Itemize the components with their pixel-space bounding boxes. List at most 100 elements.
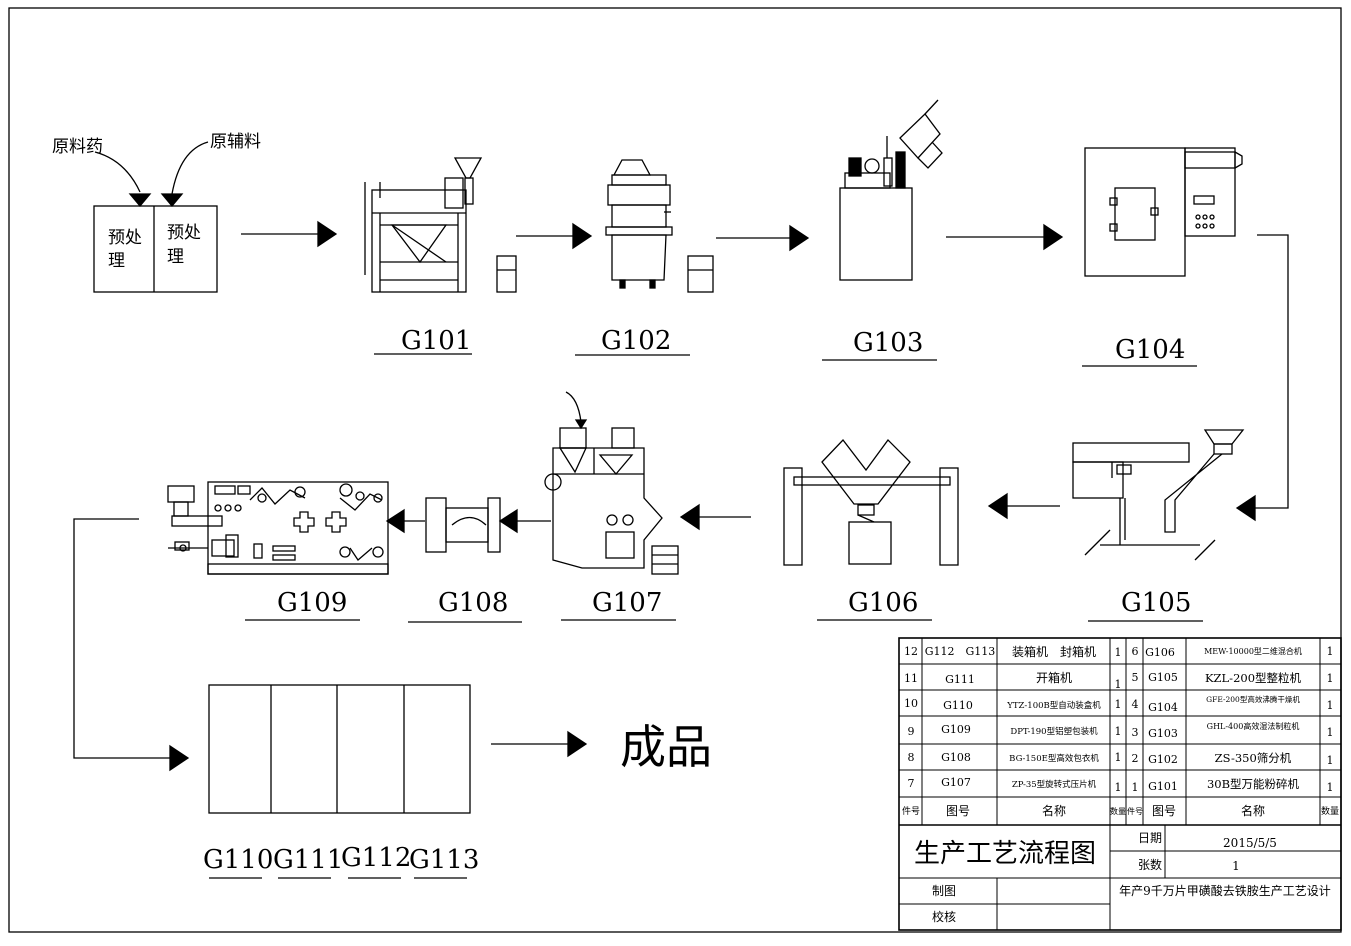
tb-header-name-right: 名称 [1241, 803, 1265, 818]
tb-qty: 1 [1327, 645, 1334, 658]
tb-no: 6 [1132, 645, 1139, 658]
tb-name: 开箱机 [1036, 670, 1072, 685]
tb-qty: 1 [1327, 726, 1334, 739]
tb-code: G107 [941, 776, 971, 789]
tb-header-drawing-no-right: 图号 [1152, 804, 1176, 818]
arrow-g109-to-g110 [73, 518, 172, 759]
tb-no: 12 [904, 645, 918, 658]
tb-no: 1 [1132, 781, 1139, 794]
g107-press-drawing [544, 391, 679, 575]
arrow-g104-to-g105 [1253, 234, 1289, 509]
pretreat-box [93, 205, 218, 293]
pretreat-right-l2: 理 [167, 247, 184, 267]
arrowhead [987, 492, 1008, 520]
g110-g113-boxes [208, 684, 471, 814]
tb-no: 3 [1132, 726, 1139, 739]
pretreat-right-l1: 预处 [167, 223, 201, 243]
pretreat-left-l1: 预处 [108, 228, 142, 248]
tb-code: G106 [1145, 646, 1175, 659]
g103-granulator-drawing [839, 99, 943, 281]
tb-qty: 1 [1327, 672, 1334, 685]
code-g102: G102 [601, 326, 671, 356]
tb-no: 4 [1132, 698, 1139, 711]
arrowhead [317, 220, 338, 248]
tb-no: 2 [1132, 752, 1139, 765]
tb-name: KZL-200型整粒机 [1205, 671, 1302, 685]
tb-no: 10 [904, 697, 918, 710]
tb-qty: 1 [1115, 698, 1122, 711]
arrowhead [385, 508, 405, 534]
arrowhead [567, 730, 588, 758]
tb-qty: 1 [1115, 646, 1122, 659]
code-g113: G113 [409, 845, 479, 875]
project-title: 年产9千万片甲磺酸去铁胺生产工艺设计 [1119, 883, 1331, 898]
tb-code: G101 [1148, 780, 1178, 793]
tb-name: ZS-350筛分机 [1215, 751, 1292, 765]
tb-name: DPT-190型铝塑包装机 [1010, 726, 1098, 737]
tb-code: G110 [943, 699, 973, 712]
g102-sieve-drawing [605, 159, 714, 293]
tb-header-item-no-right: 件号 [1127, 806, 1143, 816]
drawing-frame [8, 7, 1342, 933]
g101-mill-drawing [364, 157, 517, 293]
tb-header-drawing-no: 图号 [946, 804, 970, 818]
tb-header-item-no: 件号 [902, 805, 920, 817]
g106-mixer-drawing [783, 439, 959, 566]
date-label: 日期 [1138, 831, 1162, 845]
arrowhead [498, 508, 518, 534]
code-g110: G110 [203, 845, 273, 875]
tb-header-qty: 数量 [1110, 806, 1126, 816]
code-g103: G103 [853, 328, 923, 358]
code-g104: G104 [1115, 335, 1185, 365]
arrowhead [1043, 223, 1064, 251]
final-product-label: 成品 [620, 720, 712, 774]
date-value: 2015/5/5 [1223, 836, 1277, 850]
g102-bin [687, 255, 714, 293]
tb-header-name: 名称 [1042, 803, 1066, 818]
tb-no: 5 [1132, 671, 1139, 684]
code-g112: G112 [341, 843, 411, 873]
tb-qty: 1 [1115, 781, 1122, 794]
title-block-text: 12 G112 G113 装箱机 封箱机 1 11 G111 开箱机 1 10 … [902, 644, 1339, 924]
flow-arrows [73, 220, 1289, 772]
tb-code: G108 [941, 751, 971, 764]
g109-packer-drawing [167, 481, 389, 575]
tb-name: ZP-35型旋转式压片机 [1012, 779, 1097, 790]
code-g108: G108 [438, 588, 508, 618]
tb-name: BG-150E型高效包衣机 [1009, 753, 1099, 764]
title-block [898, 637, 1342, 931]
code-g105: G105 [1121, 588, 1191, 618]
tb-name: GHL-400高效湿法制粒机 [1207, 721, 1300, 731]
tb-qty: 1 [1327, 781, 1334, 794]
raw-drug-arrowhead [128, 193, 152, 208]
arrowhead [789, 224, 810, 252]
tb-qty: 1 [1327, 754, 1334, 767]
raw-excipient-label: 原辅料 [210, 132, 261, 152]
tb-code: G112 G113 [925, 645, 996, 658]
sheets-label: 张数 [1138, 857, 1162, 872]
g104-dryer-drawing [1084, 147, 1243, 277]
code-g101: G101 [401, 326, 471, 356]
arrowhead [679, 503, 700, 531]
sheets-value: 1 [1232, 859, 1240, 873]
code-g106: G106 [848, 588, 918, 618]
checked-by-label: 校核 [932, 909, 956, 924]
arrowhead [1235, 494, 1256, 522]
raw-excipient-curve [171, 141, 209, 195]
arrowhead [572, 222, 593, 250]
tb-qty: 1 [1115, 725, 1122, 738]
g105-sizer-drawing [1072, 429, 1245, 561]
tb-qty: 1 [1115, 751, 1122, 764]
pretreat-left-l2: 理 [108, 251, 125, 271]
tb-no: 7 [908, 777, 915, 790]
raw-drug-curve [94, 151, 141, 193]
tb-code: G111 [945, 673, 975, 686]
code-underlines [209, 353, 1203, 879]
tb-code: G102 [1148, 753, 1178, 766]
tb-no: 11 [904, 672, 918, 685]
tb-no: 8 [908, 751, 915, 764]
tb-name: 30B型万能粉碎机 [1207, 777, 1300, 791]
g101-bin [496, 255, 517, 293]
tb-name: GFE-200型高效沸腾干燥机 [1206, 694, 1300, 704]
